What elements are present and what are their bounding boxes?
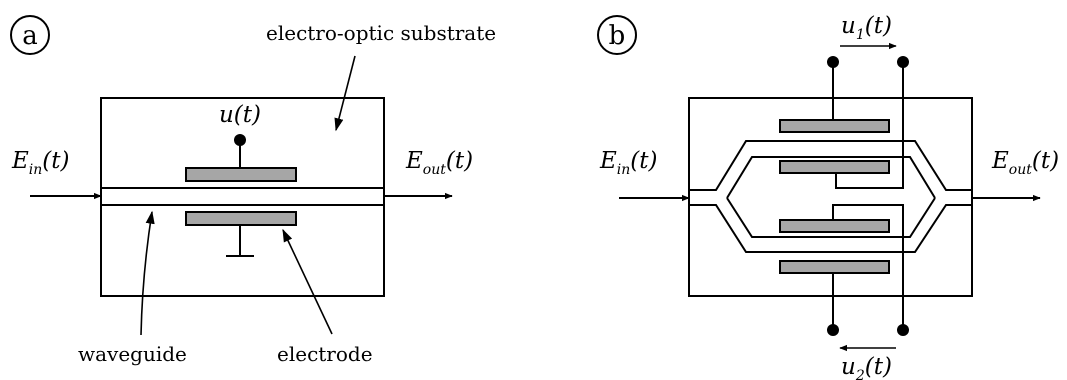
electrode-label: electrode [277, 342, 373, 366]
panel-a: a electro-optic substrate u(t) Ein(t) Eo… [10, 15, 496, 366]
voltage-label: u(t) [219, 102, 261, 128]
lower-arm-outer-edge [689, 204, 972, 253]
substrate-label: electro-optic substrate [266, 21, 496, 45]
input-field-label-b: Ein(t) [599, 148, 658, 178]
output-field-label-a: Eout(t) [405, 148, 473, 178]
terminal-u2-left [827, 324, 839, 336]
panel-b: b u1(t) u2(t) Ein(t) Eout(t [597, 13, 1059, 380]
panel-b-marker: b [597, 15, 637, 55]
electrode-3 [779, 219, 890, 233]
mach-zehnder-waveguides [689, 140, 972, 253]
substrate-pointer-arrow [334, 55, 356, 132]
output-field-label-b: Eout(t) [991, 148, 1059, 178]
electrode-4 [779, 260, 890, 274]
wire-u1-right [835, 62, 904, 189]
input-field-label-a: Ein(t) [11, 148, 70, 178]
wire-u2-right [832, 204, 904, 330]
voltage-u2-label: u2(t) [841, 354, 892, 380]
panel-a-marker: a [10, 15, 50, 55]
terminal-u1-left [827, 56, 839, 68]
electrode-2 [779, 160, 890, 174]
voltage-u1-label: u1(t) [841, 13, 892, 43]
electrode-1 [779, 119, 890, 133]
waveguide-pointer-arrow [140, 210, 155, 336]
top-electrode [185, 167, 297, 182]
lower-arm-inner-edge [726, 197, 936, 238]
panel-a-letter: a [22, 21, 38, 51]
terminal-u2-right [897, 324, 909, 336]
upper-arm-outer-edge [689, 140, 972, 191]
bottom-electrode [185, 211, 297, 226]
electrode-pointer-arrow [282, 228, 333, 335]
waveguide-label: waveguide [78, 342, 187, 366]
upper-arm-inner-edge [726, 156, 936, 199]
terminal-u1-right [897, 56, 909, 68]
voltage-terminal [234, 134, 246, 146]
panel-b-letter: b [609, 21, 626, 51]
